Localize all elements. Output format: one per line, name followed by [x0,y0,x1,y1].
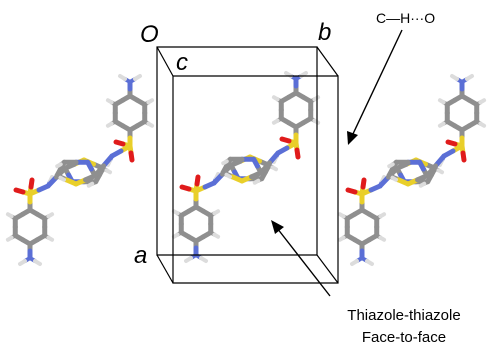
molecule-bond [279,136,292,144]
molecule-bond [113,139,126,147]
molecule-bond [146,121,155,128]
molecule-bond [360,177,367,190]
molecule-bond [395,177,411,187]
molecule-bond [18,259,27,266]
molecule-bond [271,95,280,102]
molecule-bond [179,184,192,192]
molecule-bond [104,168,113,175]
unit-cell-edge [156,254,174,284]
molecule-bond [46,212,55,219]
molecule-bond [418,181,427,188]
hbond-arrow-head [347,131,358,145]
molecule-bond [258,160,273,176]
molecule-bond [345,187,358,195]
molecule-bond [365,259,374,266]
axis-label-b: b [318,19,331,46]
molecule-bond [28,177,35,190]
molecule-bond [271,118,280,125]
molecule-bond [133,74,142,81]
molecule-bond [337,212,346,219]
molecule-bond [13,187,26,195]
molecule-bond [229,174,245,184]
molecule-bond [224,172,232,179]
molecule-bond [390,175,398,182]
molecule-bond [105,98,114,105]
molecule-bond [445,139,458,147]
unit-cell-edge [156,46,174,77]
molecule-bond [58,175,66,182]
molecule-bond [212,209,221,216]
molecule-bond [350,259,359,266]
molecule-bond [387,162,395,169]
molecule-bond [105,121,114,128]
molecule-bond [436,168,445,175]
molecule-bond [437,98,446,105]
hbond-annotation-label: C—H···O [376,10,435,26]
axis-label-origin: O [140,21,159,48]
molecule-bond [212,232,221,239]
molecule-layer [5,71,487,266]
axis-label-a: a [134,242,147,269]
unit-cell-box [156,46,339,284]
molecule-bond [199,256,208,263]
molecule-bond [465,74,474,81]
molecule-bond [270,165,279,172]
molecule-bond [294,147,301,160]
hbond-arrow-line [351,29,403,137]
molecule-bond [146,98,155,105]
molecule-bond [33,259,42,266]
molecule-bond [171,232,180,239]
molecule-bond [478,121,487,128]
molecule-bond [5,212,14,219]
molecule-bond [92,163,107,179]
molecule-bond [337,235,346,242]
stacking-annotation-line2: Face-to-face [362,329,446,346]
molecule-bond [194,174,201,187]
molecule-bond [450,74,459,81]
molecule-bond [171,209,180,216]
molecule-bond [5,235,14,242]
molecule-bond [63,177,79,187]
molecule-bond [86,181,95,188]
molecule-bond [46,235,55,242]
molecule-bond [437,121,446,128]
molecule-bond [460,150,467,163]
stacking-arrow-line [276,227,331,297]
unit-cell-edge [316,254,339,284]
molecule-bond [478,98,487,105]
molecule-bond [118,74,127,81]
molecule-bond [221,159,229,166]
stacking-annotation-line1: Thiazole-thiazole [347,307,460,324]
stacking-arrow-head [271,220,284,234]
axis-label-c: c [176,49,188,76]
molecule-bond [252,178,261,185]
molecule-bond [378,212,387,219]
molecule-bond [184,256,193,263]
molecule-bond [424,163,439,179]
molecule-bond [128,150,135,163]
unit-cell-edge [316,46,339,77]
molecule-bond [55,162,63,169]
molecule-bond [378,235,387,242]
